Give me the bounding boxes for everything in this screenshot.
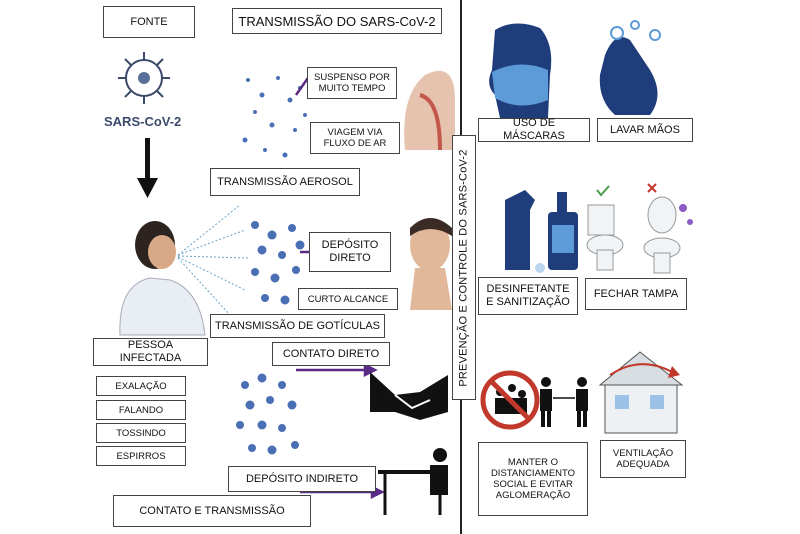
transmission-arrows-icon bbox=[294, 74, 385, 500]
down-arrow-icon bbox=[137, 138, 158, 198]
prevention-title-text: PREVENÇÃO E CONTROLE DO SARS-CoV-2 bbox=[458, 148, 470, 387]
virus-label: SARS-CoV-2 bbox=[104, 114, 182, 129]
page-title: TRANSMISSÃO DO SARS-CoV-2 bbox=[232, 8, 442, 34]
ventilation-house-icon bbox=[598, 351, 684, 434]
prevention-title: PREVENÇÃO E CONTROLE DO SARS-CoV-2 bbox=[452, 135, 476, 400]
respiratory-tract-icon bbox=[404, 70, 455, 151]
action-item: ESPIRROS bbox=[96, 446, 186, 466]
indirect-deposit-label: DEPÓSITO INDIRETO bbox=[228, 466, 376, 492]
source-label: FONTE bbox=[103, 6, 195, 38]
airflow-label: VIAGEM VIA FLUXO DE AR bbox=[310, 122, 400, 154]
contact-transmission-label: CONTATO E TRANSMISSÃO bbox=[113, 495, 311, 527]
direct-deposit-label: DEPÓSITO DIRETO bbox=[309, 232, 391, 272]
disinfectant-icon bbox=[505, 190, 578, 273]
exhalation-lines-icon bbox=[177, 204, 249, 316]
sanitize-label: DESINFETANTE E SANITIZAÇÃO bbox=[478, 277, 578, 315]
infected-person-icon bbox=[119, 221, 206, 336]
action-item: EXALAÇÃO bbox=[96, 376, 186, 396]
hand-washing-label: LAVAR MÃOS bbox=[597, 118, 693, 142]
desk-person-icon bbox=[378, 448, 448, 515]
hand-washing-icon bbox=[599, 20, 661, 116]
handshake-icon bbox=[370, 372, 448, 420]
close-lid-label: FECHAR TAMPA bbox=[585, 278, 687, 310]
no-crowd-icon bbox=[480, 370, 540, 430]
droplet-transmission-label: TRANSMISSÃO DE GOTÍCULAS bbox=[210, 314, 385, 338]
virus-icon bbox=[118, 52, 170, 104]
receiver-person-icon bbox=[410, 218, 452, 310]
social-distancing-icon bbox=[540, 377, 588, 427]
aerosol-dots-icon bbox=[242, 76, 307, 158]
face-mask-icon bbox=[489, 23, 552, 118]
short-range-label: CURTO ALCANCE bbox=[298, 288, 398, 310]
action-item: TOSSINDO bbox=[96, 423, 186, 443]
social-distancing-label: MANTER O DISTANCIAMENTO SOCIAL E EVITAR … bbox=[478, 442, 588, 516]
ventilation-label: VENTILAÇÃO ADEQUADA bbox=[600, 440, 686, 478]
action-item: FALANDO bbox=[96, 400, 186, 420]
contact-dots-icon bbox=[236, 373, 299, 455]
suspended-label: SUSPENSO POR MUITO TEMPO bbox=[307, 67, 397, 99]
direct-contact-label: CONTATO DIRETO bbox=[272, 342, 390, 366]
aerosol-transmission-label: TRANSMISSÃO AEROSOL bbox=[210, 168, 360, 196]
masks-label: USO DE MÁSCARAS bbox=[478, 117, 590, 142]
toilet-lid-icon bbox=[586, 183, 693, 274]
infected-person-label: PESSOA INFECTADA bbox=[93, 338, 208, 366]
